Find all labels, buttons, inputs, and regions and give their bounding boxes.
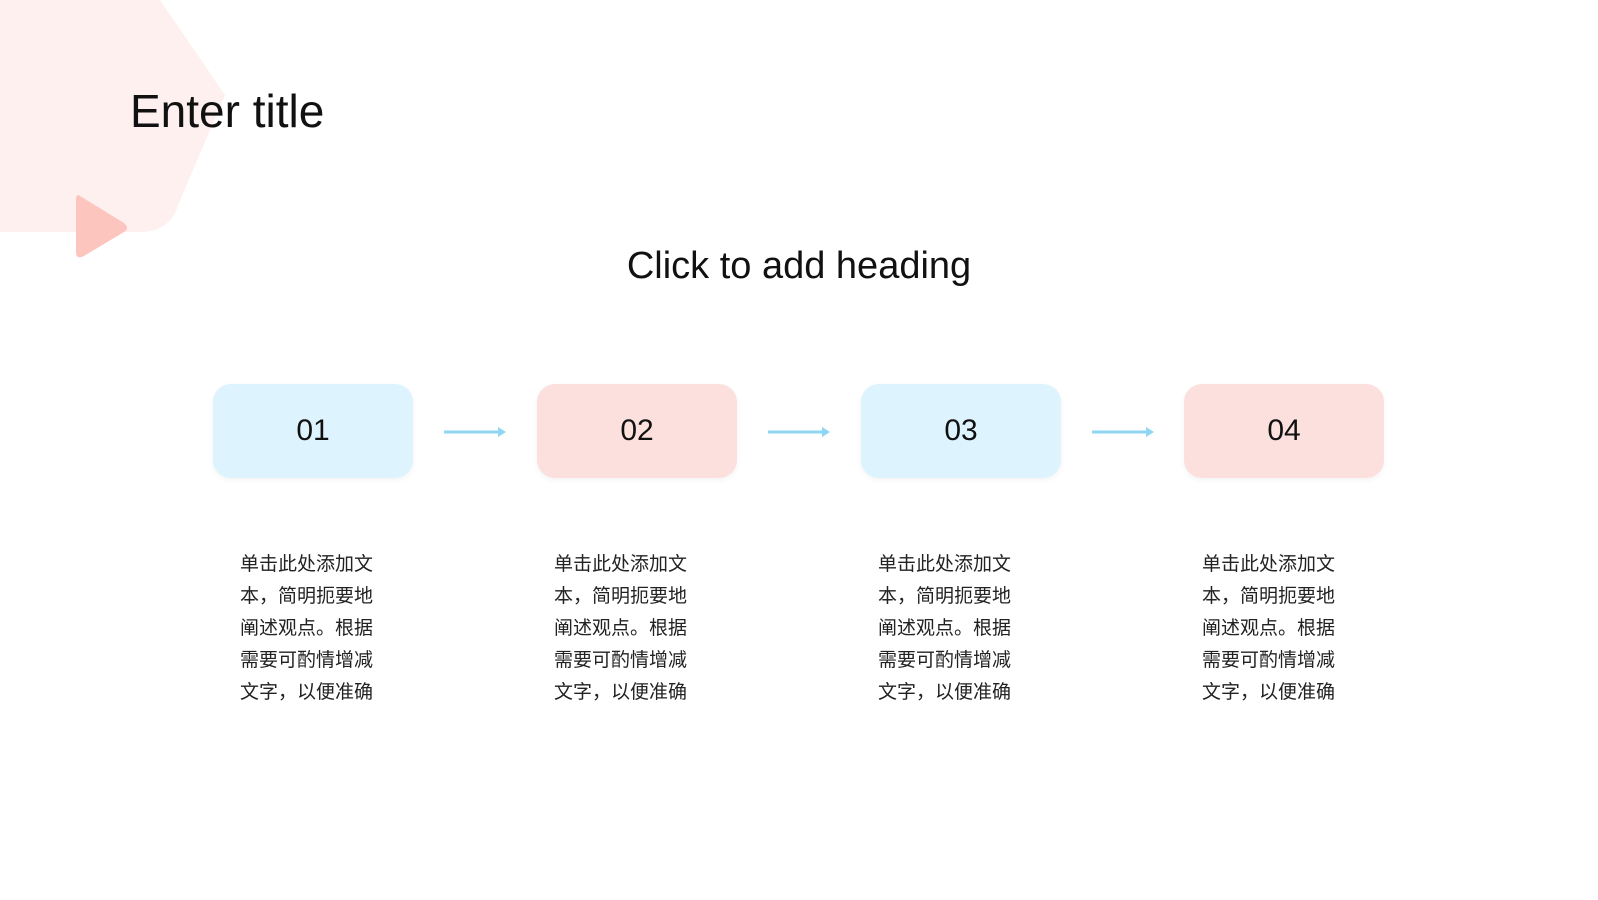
section-heading[interactable]: Click to add heading xyxy=(626,245,972,287)
step-box-03[interactable]: 03 xyxy=(861,384,1061,478)
step-number: 03 xyxy=(944,414,978,447)
step-box-01[interactable]: 01 xyxy=(213,384,413,478)
step-box-04[interactable]: 04 xyxy=(1184,384,1384,478)
step-description-03[interactable]: 单击此处添加文本，简明扼要地阐述观点。根据需要可酌情增减文字，以便准确 xyxy=(878,553,1012,703)
step-description-02[interactable]: 单击此处添加文本，简明扼要地阐述观点。根据需要可酌情增减文字，以便准确 xyxy=(554,553,688,703)
arrow-right-icon xyxy=(768,427,830,437)
slide-title[interactable]: Enter title xyxy=(130,85,325,137)
rounded-hexagon-icon xyxy=(0,0,225,232)
arrow-right-icon xyxy=(1092,427,1154,437)
step-box-02[interactable]: 02 xyxy=(537,384,737,478)
step-description-04[interactable]: 单击此处添加文本，简明扼要地阐述观点。根据需要可酌情增减文字，以便准确 xyxy=(1202,553,1336,703)
step-number: 02 xyxy=(620,414,654,447)
step-description-01[interactable]: 单击此处添加文本，简明扼要地阐述观点。根据需要可酌情增减文字，以便准确 xyxy=(240,553,374,703)
play-triangle-icon xyxy=(76,195,127,258)
decoration-shape xyxy=(0,0,225,258)
step-number: 01 xyxy=(296,414,330,447)
step-number: 04 xyxy=(1267,414,1301,447)
arrow-right-icon xyxy=(444,427,506,437)
